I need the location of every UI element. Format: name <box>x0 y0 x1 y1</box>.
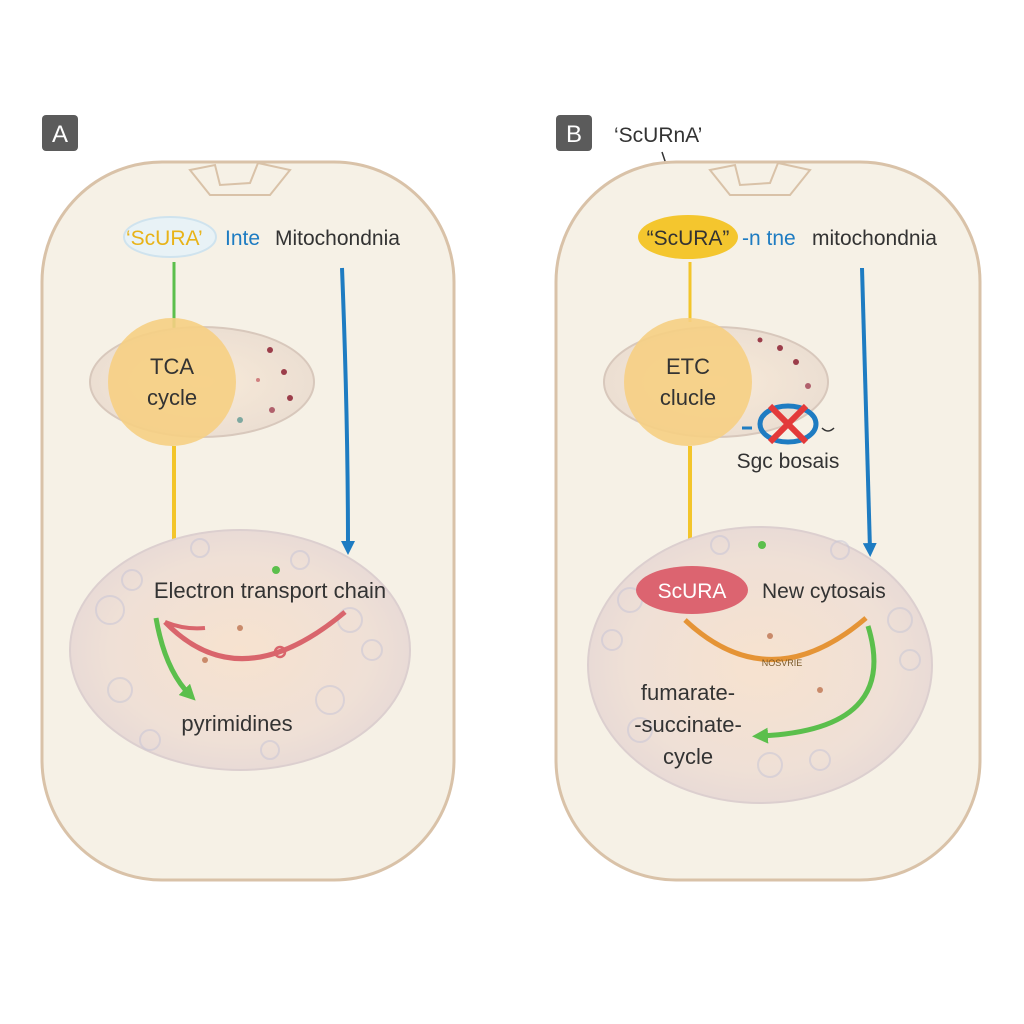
green-dot-a <box>272 566 280 574</box>
pyrimidines-label-a: pyrimidines <box>181 711 292 736</box>
etc-label-a: Electron transport chain <box>154 578 386 603</box>
red-arc-a <box>163 610 347 662</box>
green-dot-b <box>758 541 766 549</box>
top-label-b-mito: mitochondnia <box>812 227 937 250</box>
cell-b-neck <box>708 161 812 196</box>
panel-b-badge <box>556 115 592 151</box>
callout-label-b: ‘ScURnA’ <box>614 124 702 147</box>
arc-label-b: NOSVRIE <box>762 658 803 668</box>
orange-arc-b <box>683 616 868 662</box>
blue-arrow-b <box>860 267 877 557</box>
etc-label-b-line1: ETC <box>666 354 710 379</box>
scura-pill-b <box>636 566 748 614</box>
nucleus-a <box>69 529 411 771</box>
product-label-b-line3: cycle <box>663 744 713 769</box>
scura-label-a: ‘ScURA’ <box>126 227 203 250</box>
scura-pill-label-b: ScURA <box>658 580 727 603</box>
cell-a-neck <box>188 161 292 196</box>
green-arrow-b <box>752 625 877 744</box>
mito-dots-b <box>757 337 811 389</box>
red-loop-a <box>273 645 287 659</box>
tca-node-a <box>108 318 236 446</box>
top-label-a-mito: Mitochondnia <box>275 227 400 250</box>
x-mark-icon <box>742 403 835 445</box>
top-label-b-prefix: -n tne <box>742 227 796 250</box>
scura-label-b: “ScURA” <box>647 227 730 250</box>
red-arc-a-hook <box>164 620 206 631</box>
dot-b-2 <box>817 687 823 693</box>
panel-a: A ‘ScURA’ Inte Mitochondnia TCA cycle <box>40 115 456 882</box>
scura-oval-a <box>123 216 217 258</box>
mito-dots-a <box>237 347 293 423</box>
etc-label-b-line2: clucle <box>660 385 716 410</box>
blue-arrow-a <box>340 267 355 555</box>
nucleus-texture-b <box>601 535 921 778</box>
green-arrow-a <box>153 617 196 701</box>
dot-a-2 <box>202 657 208 663</box>
product-label-b-line1: fumarate- <box>641 680 735 705</box>
dot-a-1 <box>237 625 243 631</box>
panel-a-letter: A <box>52 121 68 148</box>
nucleus-b <box>587 526 933 804</box>
panel-b-letter: B <box>566 121 582 148</box>
cell-a <box>40 160 456 882</box>
cytosol-label-b: New cytosais <box>762 580 886 603</box>
tca-label-a-line2: cycle <box>147 385 197 410</box>
dot-b-1 <box>767 633 773 639</box>
panel-b: B ‘ScURnA’ “ScURA” -n tne mitochondnia E… <box>554 115 982 882</box>
tca-label-a-line1: TCA <box>150 354 194 379</box>
product-label-b-line2: -succinate- <box>634 712 742 737</box>
panel-a-badge <box>42 115 78 151</box>
scura-oval-b <box>638 215 738 259</box>
blocked-label-b: Sgc bosais <box>737 450 840 473</box>
top-label-a-prefix: Inte <box>225 227 260 250</box>
etc-node-b <box>624 318 752 446</box>
